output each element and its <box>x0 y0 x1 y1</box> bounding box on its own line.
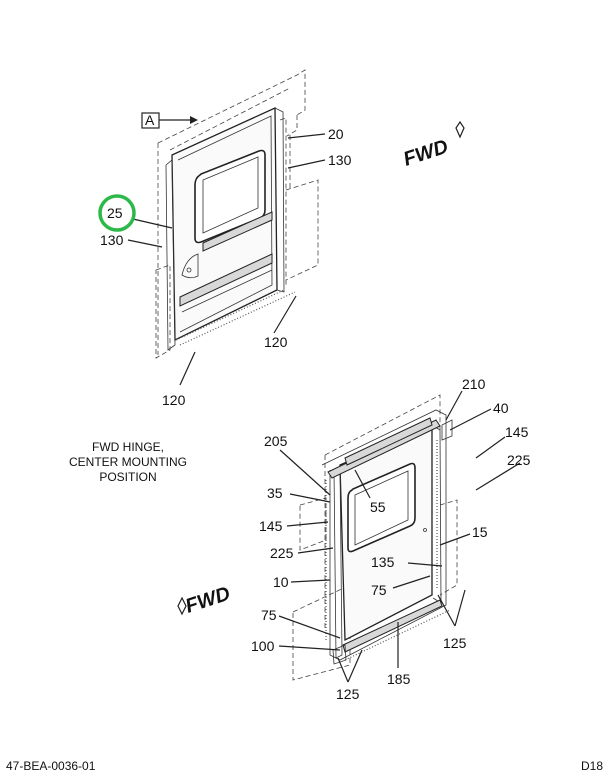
fwd-indicator-top: FWD <box>401 120 465 171</box>
fwd-arrow-icon <box>455 120 465 139</box>
callout-10: 10 <box>273 574 289 590</box>
callout-25: 25 <box>107 205 123 221</box>
callout-125-bottom: 125 <box>336 686 360 702</box>
footer-page-code: D18 <box>581 759 603 773</box>
fwd-label-top: FWD <box>401 136 451 171</box>
caption-line-1: FWD HINGE, <box>92 440 164 454</box>
callout-225-right: 225 <box>507 452 531 468</box>
fwd-label-bottom: FWD <box>183 583 233 618</box>
callout-225-left: 225 <box>270 545 294 561</box>
caption-line-2: CENTER MOUNTING <box>69 455 187 469</box>
callout-185: 185 <box>387 671 411 687</box>
callout-145-left: 145 <box>259 518 283 534</box>
caption-block: FWD HINGE, CENTER MOUNTING POSITION <box>69 440 187 484</box>
top-door-view: A 20 130 25 130 120 120 <box>98 69 352 408</box>
bottom-door-view: 210 40 205 145 225 35 55 145 15 225 135 … <box>251 376 531 702</box>
fwd-indicator-bottom: FWD <box>177 583 233 618</box>
footer-drawing-id: 47-BEA-0036-01 <box>6 759 96 773</box>
callout-15: 15 <box>472 524 488 540</box>
arrow-head-icon <box>190 116 198 124</box>
callout-75-left: 75 <box>261 607 277 623</box>
callout-120-right: 120 <box>264 334 288 350</box>
fwd-arrow-icon <box>177 596 187 616</box>
callout-210: 210 <box>462 376 486 392</box>
callout-20: 20 <box>328 126 344 142</box>
caption-line-3: POSITION <box>99 470 156 484</box>
callout-130-right: 130 <box>328 152 352 168</box>
callout-100: 100 <box>251 638 275 654</box>
callout-145-right: 145 <box>505 424 529 440</box>
callout-205: 205 <box>264 433 288 449</box>
callout-125-right: 125 <box>443 635 467 651</box>
callout-75-right: 75 <box>371 582 387 598</box>
callout-40: 40 <box>493 400 509 416</box>
highlight-circle <box>98 194 136 232</box>
view-a-label: A <box>145 112 155 128</box>
callout-55: 55 <box>370 499 386 515</box>
callout-35: 35 <box>267 485 283 501</box>
callout-130-left: 130 <box>100 232 124 248</box>
callout-120-bottom: 120 <box>162 392 186 408</box>
callout-135: 135 <box>371 554 395 570</box>
